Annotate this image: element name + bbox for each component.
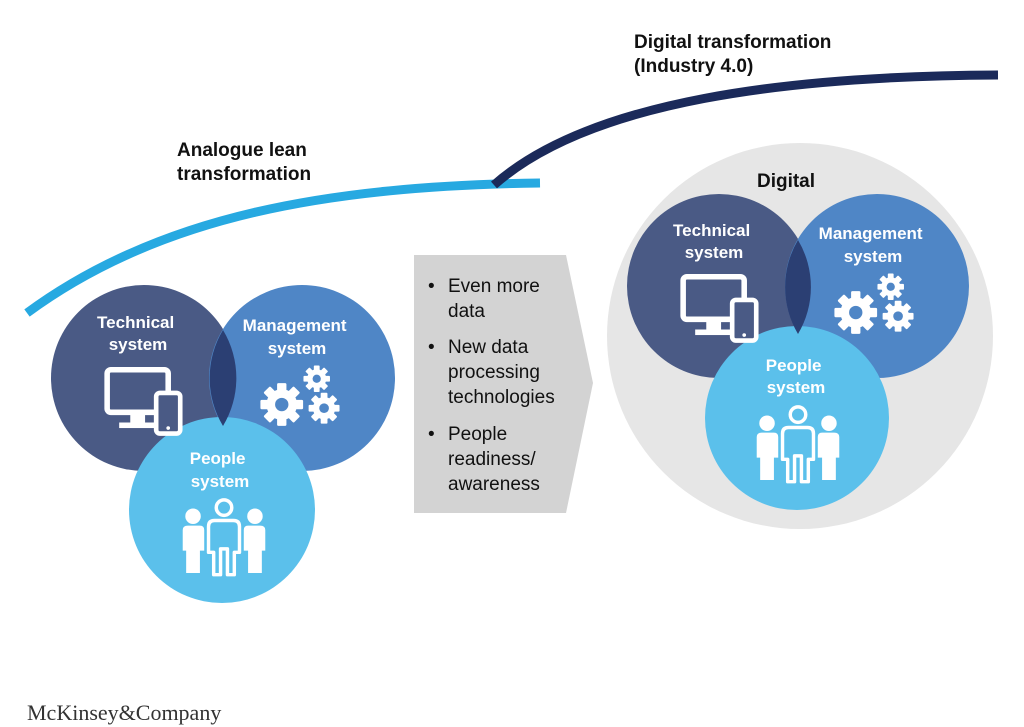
analogue-label-line2: transformation <box>177 164 311 185</box>
mckinsey-logo: McKinsey&Company <box>27 700 221 725</box>
bullet-2: • New data processing technologies <box>428 337 555 408</box>
arrow-box: • Even more data • New data processing t… <box>414 255 593 513</box>
bullet-1: • Even more data <box>428 276 545 322</box>
digital-curve-label: Digital transformation (Industry 4.0) <box>634 32 837 77</box>
analogue-curve-label: Analogue lean transformation <box>177 140 312 185</box>
right-technical-label: Technical system <box>673 221 755 262</box>
left-people-label: People system <box>190 449 250 491</box>
right-management-circle <box>785 194 969 378</box>
right-management-label: Management system <box>819 224 928 266</box>
left-venn: Technical system Management system Peopl… <box>51 285 395 603</box>
left-tech-mgmt-overlap <box>209 330 237 426</box>
right-tech-mgmt-overlap <box>785 240 811 334</box>
digital-label-line1: Digital transformation <box>634 32 831 53</box>
digital-curve <box>491 70 999 189</box>
right-venn: Digital Technical system Management syst… <box>607 143 993 529</box>
right-people-label: People system <box>766 356 826 397</box>
bullet-3: • People readiness/ awareness <box>428 424 541 495</box>
analogue-curve <box>24 178 541 317</box>
left-people-circle <box>129 417 315 603</box>
left-technical-label: Technical system <box>97 313 179 354</box>
right-people-circle <box>705 326 889 510</box>
left-management-label: Management system <box>243 316 352 358</box>
digital-label-line2: (Industry 4.0) <box>634 56 753 77</box>
bullet-list: • Even more data • New data processing t… <box>428 276 555 495</box>
analogue-label-line1: Analogue lean <box>177 140 307 161</box>
digital-title: Digital <box>757 171 815 192</box>
